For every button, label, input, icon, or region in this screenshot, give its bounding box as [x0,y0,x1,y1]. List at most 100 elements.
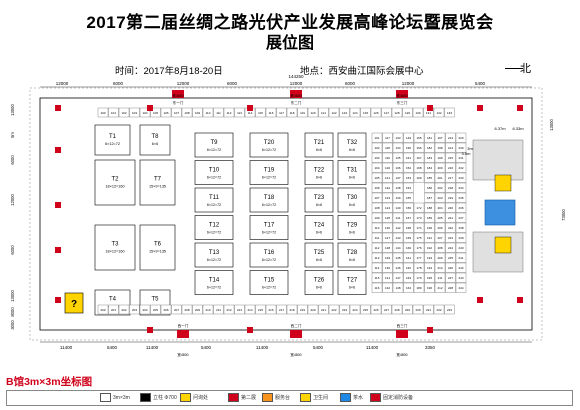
bottom-dimension: 5400 [201,345,212,350]
small-booth-number: 142 [395,226,400,230]
small-booth-number: 168 [416,166,421,170]
small-booth [171,304,182,315]
small-booth-number: 215 [258,308,263,312]
booth-t6-spec: 15×9=135 [149,250,166,254]
small-booth [381,304,392,315]
small-booth [455,262,467,273]
small-booth-number: 196 [427,286,432,290]
small-booth-number: 209 [195,308,200,312]
small-booth-number: 195 [427,276,432,280]
small-booth-number: 210 [437,266,442,270]
booth-t27-id: T27 [347,278,358,284]
small-booth-number: 138 [395,186,400,190]
small-booth [371,142,383,153]
small-booth-number: 193 [427,256,432,260]
small-booth-number: 136 [395,166,400,170]
booth-t1-id: T1 [109,134,117,140]
small-booth [129,304,140,315]
small-booth-number: 198 [437,146,442,150]
small-booth [424,152,435,163]
note-width-a: 6.37m [494,126,506,131]
small-booth-number: 207 [174,308,179,312]
small-booth [403,132,414,143]
small-booth-number: 103 [374,156,379,160]
booth-t4-id: T4 [109,297,117,303]
small-booth-number: 186 [427,186,432,190]
small-booth [424,262,435,273]
booth-t20-spec: 6×12=72 [262,148,276,152]
small-booth-number: 165 [416,136,421,140]
small-booth-number: 108 [184,111,189,115]
small-booth [370,107,382,118]
booth-icon [100,393,111,402]
booth-t24-spec: 6×6 [316,231,322,235]
small-booth [434,262,446,273]
bottom-dimension: 11400 [60,345,73,350]
booth-t27-spec: 6×6 [349,286,355,290]
page-title: 2017第二届丝绸之路光伏产业发展高峰论坛暨展览会 [86,13,494,32]
page-subtitle: 展位图 [265,35,314,52]
small-booth-number: 112 [227,111,232,115]
small-booth [286,304,298,315]
small-booth-number: 233 [458,176,463,180]
booth-t14-id: T14 [209,278,220,284]
small-booth [213,304,224,315]
booth-t32-id: T32 [347,140,358,146]
small-booth-number: 190 [427,226,432,230]
small-booth-number: 174 [416,226,421,230]
booth-t28 [337,242,367,268]
small-booth [445,152,456,163]
small-booth [371,242,383,253]
small-booth-number: 126 [373,111,378,115]
note-width-c: 3m [467,146,473,151]
small-booth [391,304,403,315]
booth-t18-id: T18 [264,195,275,201]
small-booth [403,272,414,283]
small-booth [434,132,446,143]
small-booth [392,132,404,143]
small-booth-number: 133 [447,111,452,115]
small-booth [455,142,467,153]
small-booth-number: 194 [427,266,432,270]
small-booth [171,107,182,118]
booth-t24-id: T24 [314,223,325,229]
booth-t25-spec: 6×6 [316,258,322,262]
small-booth [371,132,383,143]
booth-t2-id: T2 [111,177,119,183]
small-booth [382,232,393,243]
small-booth [371,172,383,183]
booth-t27 [337,270,367,295]
small-booth [392,232,404,243]
fire-equipment-icon [477,297,483,303]
small-booth [434,242,446,253]
small-booth [424,172,435,183]
small-booth [150,304,161,315]
small-booth-number: 122 [331,111,336,115]
water-area [484,199,516,226]
small-booth [382,162,393,173]
booth-t12-id: T12 [209,223,220,229]
small-booth [424,182,435,193]
small-booth [349,304,361,315]
door-width-label: 宽4800 [396,352,407,357]
booth-t17-id: T17 [264,223,275,229]
small-booth-number: 113 [237,111,242,115]
small-booth [244,304,256,315]
booth-t21-spec: 6×6 [316,148,322,152]
small-booth [455,222,467,233]
booth-t9-spec: 6×12=72 [207,148,221,152]
booth-t17-spec: 6×12=72 [262,231,276,235]
legend-label: 固定消防设备 [383,394,414,401]
small-booth [424,202,435,213]
booth-t22-spec: 6×6 [316,176,322,180]
small-booth-number: 213 [448,136,453,140]
small-booth-number: 192 [427,246,432,250]
small-booth-number: 202 [121,308,126,312]
booth-t19-spec: 6×12=72 [262,176,276,180]
booth-t23-spec: 6×6 [316,203,322,207]
small-booth [413,202,425,213]
small-booth-number: 115 [258,111,263,115]
hall-outline [39,97,533,331]
booth-t25-id: T25 [314,250,325,256]
small-booth-number: 107 [374,196,379,200]
